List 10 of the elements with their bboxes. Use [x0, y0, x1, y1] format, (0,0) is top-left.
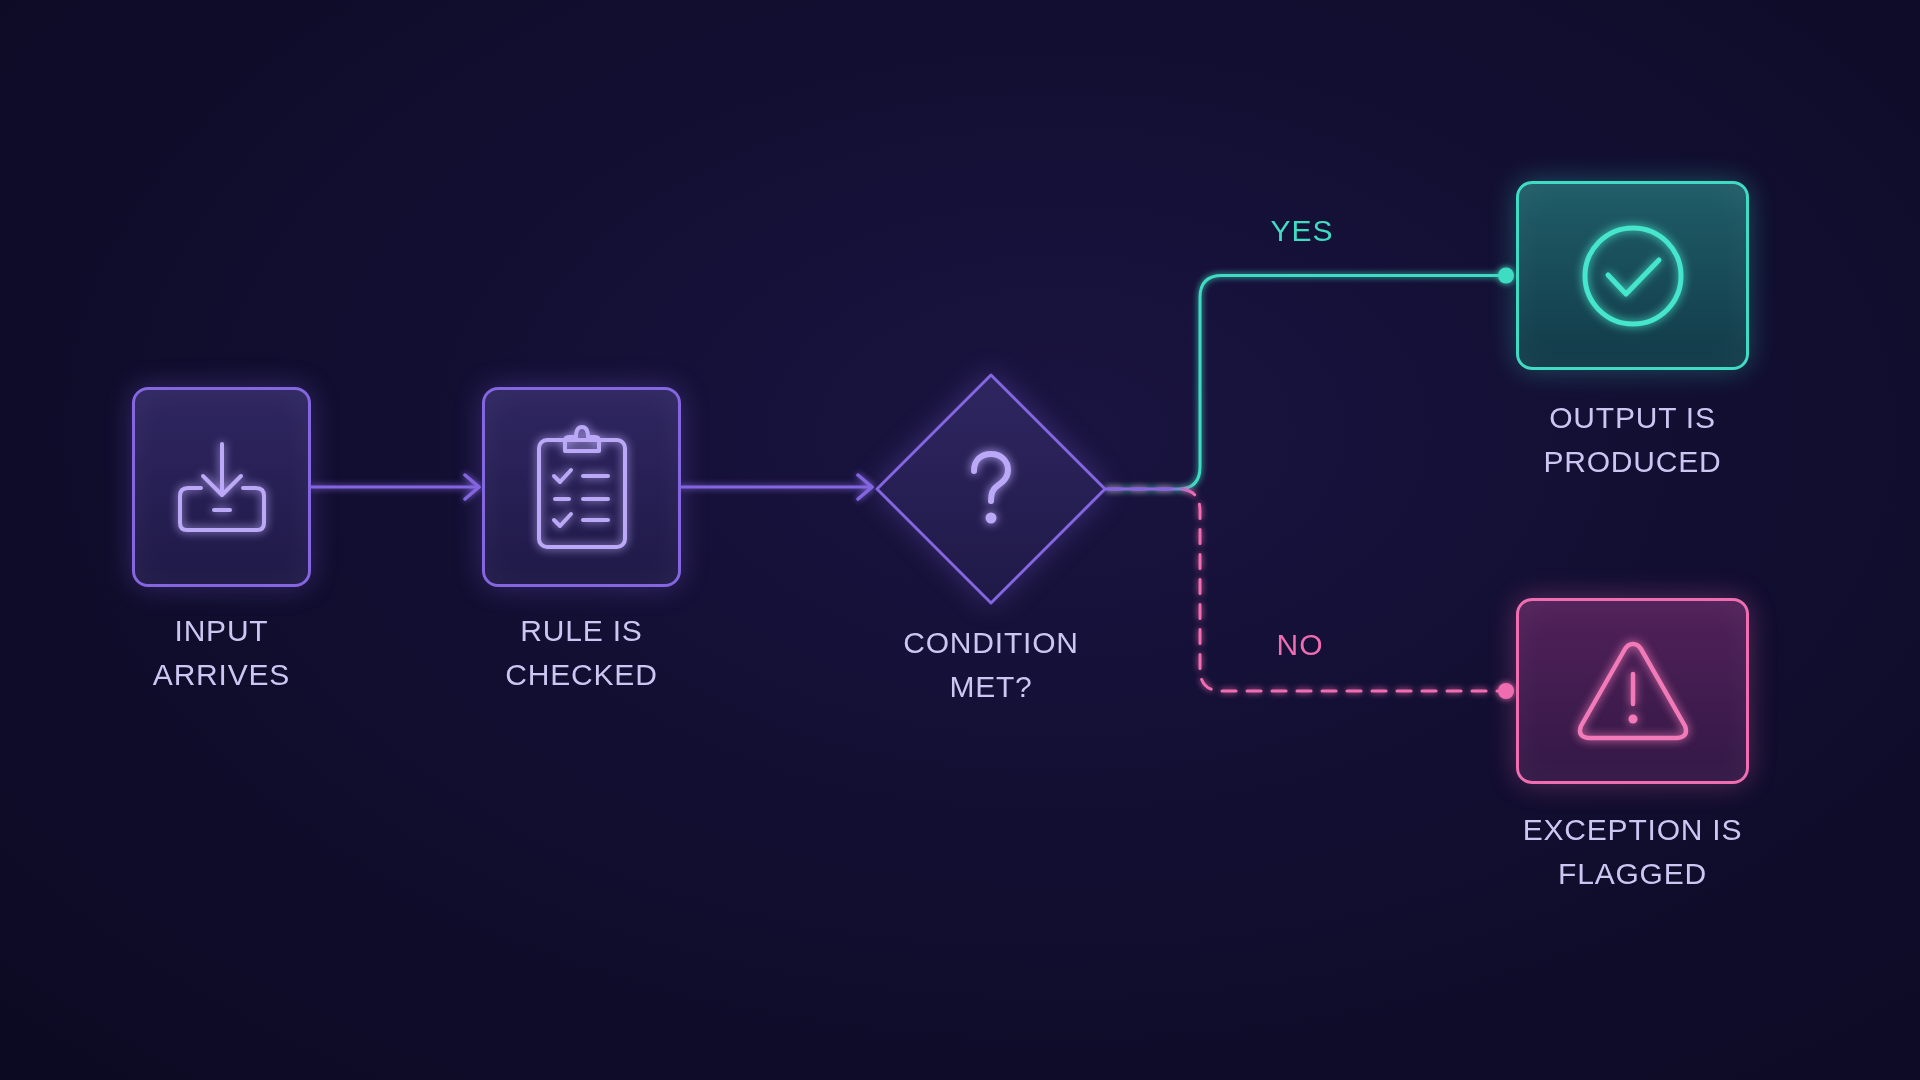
- connector-line: [1105, 487, 1514, 699]
- edge-label: NO: [1276, 628, 1324, 662]
- edge-label: YES: [1270, 214, 1334, 248]
- node-label: CONDITION MET?: [902, 625, 1080, 705]
- node-label: EXCEPTION IS FLAGGED: [1521, 812, 1744, 892]
- arrow: [679, 473, 874, 501]
- node-label: OUTPUT IS PRODUCED: [1542, 400, 1723, 480]
- arrow: [309, 473, 481, 501]
- node-label: RULE IS CHECKED: [504, 613, 659, 693]
- node-label: INPUT ARRIVES: [151, 613, 292, 693]
